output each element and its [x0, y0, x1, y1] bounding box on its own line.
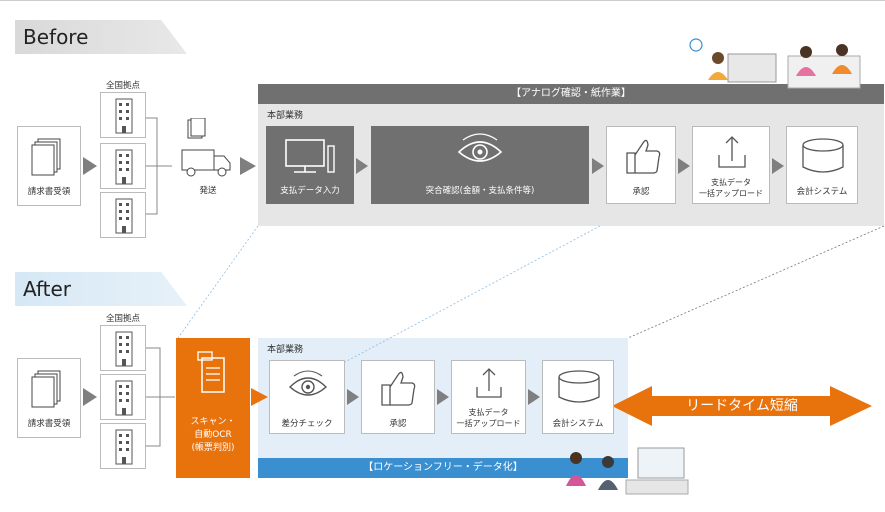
before-step-accounting: 会計システム [786, 126, 858, 204]
shipping-label: 発送 [199, 186, 217, 196]
shipping-group: 発送 [178, 118, 238, 198]
after-tag: After [15, 272, 187, 306]
before-tag: Before [15, 20, 187, 54]
building-icon [115, 429, 133, 465]
document-stack-icon [31, 138, 61, 176]
before-step-upload: 支払データ 一括アップロード [692, 126, 770, 204]
top-rule [0, 0, 885, 1]
thumbs-up-icon [381, 371, 416, 406]
after-step-1-label: 差分チェック [281, 419, 333, 429]
after-invoice-label: 請求書受領 [27, 419, 71, 429]
after-banner-text: 【ロケーションフリー・データ化】 [363, 462, 523, 473]
after-step-4-label: 会計システム [552, 419, 604, 429]
before-banner: 【アナログ確認・紙作業】 [258, 84, 884, 104]
office-workers-illustration [688, 36, 868, 100]
building-icon [115, 198, 133, 234]
database-icon [558, 370, 600, 403]
before-step-approve: 承認 [606, 126, 676, 204]
scan-ocr-label: スキャン・ 自動OCR (帳票判別) [190, 417, 236, 453]
before-step-2-label: 突合確認(金額・支払条件等) [425, 186, 535, 196]
before-branch-3 [100, 192, 146, 238]
eye-icon [457, 133, 503, 162]
after-branch-2 [100, 374, 146, 420]
after-step-approve: 承認 [361, 360, 435, 434]
building-icon [115, 149, 133, 185]
upload-icon [718, 136, 746, 168]
workers-icon [689, 38, 861, 89]
after-branch-3 [100, 423, 146, 469]
truck-icon [181, 118, 231, 177]
before-branch-2 [100, 143, 146, 189]
after-invoice-box: 請求書受領 [17, 358, 81, 438]
after-banner: 【ロケーションフリー・データ化】 [258, 458, 628, 478]
after-branch-1 [100, 325, 146, 371]
after-branches-label: 全国拠点 [105, 314, 140, 324]
before-tag-label: Before [23, 25, 89, 49]
before-step-4-label: 支払データ 一括アップロード [699, 178, 763, 198]
building-icon [115, 331, 133, 367]
after-step-2-label: 承認 [389, 419, 407, 429]
before-step-input: 支払データ入力 [266, 126, 354, 204]
monitor-icon [285, 139, 335, 173]
before-step-3-label: 承認 [632, 187, 650, 197]
document-stack-icon [31, 370, 61, 408]
scanner-icon [197, 351, 225, 393]
database-icon [802, 138, 844, 173]
after-step-diff: 差分チェック [269, 360, 345, 434]
after-step-upload: 支払データ 一括アップロード [451, 360, 526, 434]
leadtime-label: リードタイム短縮 [686, 398, 798, 414]
before-step-check: 突合確認(金額・支払条件等) [371, 126, 589, 204]
after-dept-label: 本部業務 [267, 345, 304, 355]
before-step-1-label: 支払データ入力 [280, 186, 340, 196]
building-icon [115, 380, 133, 416]
before-banner-text: 【アナログ確認・紙作業】 [511, 88, 631, 99]
upload-icon [476, 368, 502, 398]
before-step-5-label: 会計システム [796, 187, 848, 197]
before-invoice-box: 請求書受領 [17, 126, 81, 206]
thumbs-up-icon [626, 139, 661, 174]
after-step-3-label: 支払データ 一括アップロード [456, 408, 521, 428]
before-dept-label: 本部業務 [267, 111, 304, 121]
eye-icon [288, 370, 328, 396]
remote-workers-illustration [560, 446, 690, 500]
before-branches-label: 全国拠点 [105, 81, 140, 91]
scan-ocr-box: スキャン・ 自動OCR (帳票判別) [176, 338, 250, 478]
workers-icon [566, 447, 689, 495]
building-icon [115, 98, 133, 134]
leadtime-arrow [612, 386, 872, 426]
after-step-accounting: 会計システム [542, 360, 614, 434]
before-branch-1 [100, 92, 146, 138]
before-invoice-label: 請求書受領 [27, 187, 71, 197]
after-tag-label: After [23, 277, 72, 301]
